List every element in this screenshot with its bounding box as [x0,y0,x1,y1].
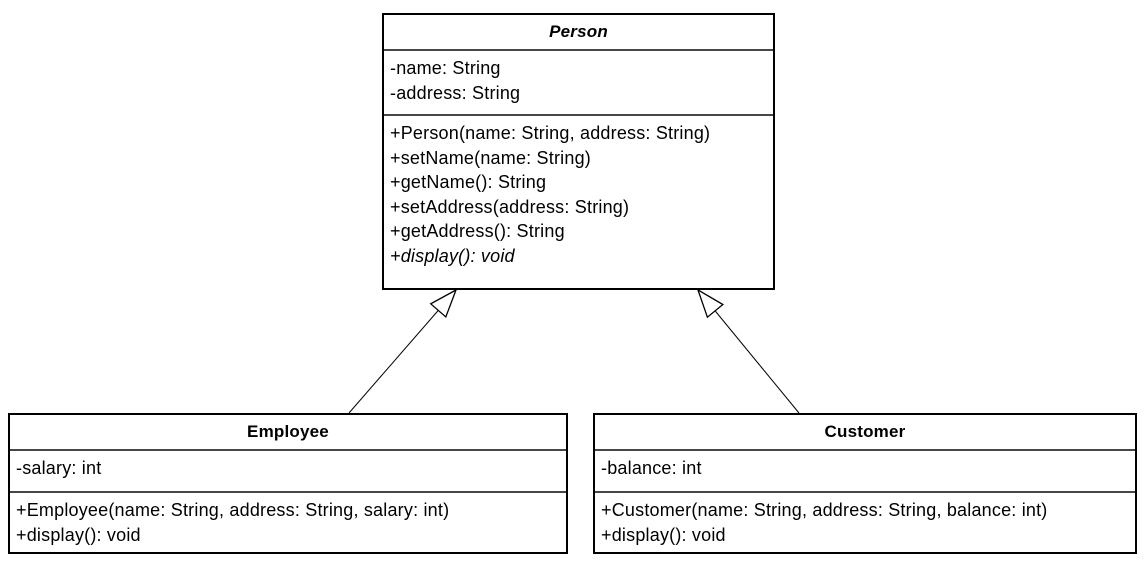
class-methods-person: +Person(name: String, address: String) +… [384,114,773,288]
class-attributes-person: -name: String -address: String [384,49,773,114]
class-methods-customer: +Customer(name: String, address: String,… [595,491,1135,552]
method-row-abstract: +display(): void [390,245,515,266]
attribute-row: -balance: int [601,458,702,478]
method-row: +Person(name: String, address: String) [390,123,711,143]
class-box-customer[interactable]: Customer -balance: int +Customer(name: S… [593,413,1137,554]
class-title-customer: Customer [824,422,906,441]
generalization-edge-customer-person[interactable] [696,288,800,414]
method-row: +Employee(name: String, address: String,… [16,500,450,520]
class-box-employee[interactable]: Employee -salary: int +Employee(name: St… [8,413,568,554]
attribute-row: -salary: int [16,458,102,478]
class-title-person: Person [549,22,608,41]
method-row: +Customer(name: String, address: String,… [601,500,1048,520]
class-methods-employee: +Employee(name: String, address: String,… [10,491,566,552]
method-row: +display(): void [601,524,726,545]
method-row: +getName(): String [390,172,547,192]
class-title-employee: Employee [247,422,329,441]
method-row: +setAddress(address: String) [390,196,630,217]
method-row: +getAddress(): String [390,221,565,241]
method-row: +display(): void [16,524,141,545]
class-attributes-employee: -salary: int [10,449,566,491]
attribute-row: -address: String [390,82,521,103]
class-box-person[interactable]: Person -name: String -address: String +P… [382,13,775,290]
attribute-row: -name: String [390,58,501,78]
generalization-edge-employee-person[interactable] [348,288,458,414]
method-row: +setName(name: String) [390,147,591,168]
class-attributes-customer: -balance: int [595,449,1135,491]
